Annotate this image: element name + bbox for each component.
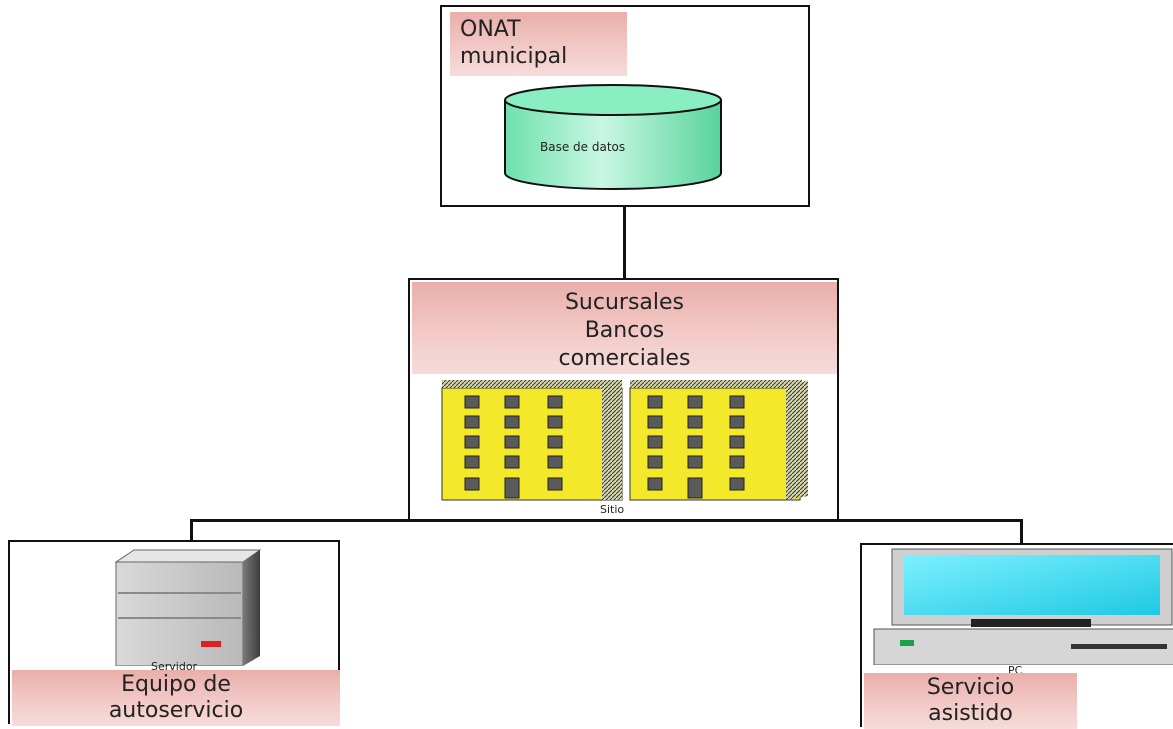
database-label: Base de datos [540, 140, 626, 154]
connector-right-drop [1020, 519, 1023, 543]
pc-node: PC Servicio asistido [860, 543, 1173, 729]
pc-title-label: Servicio asistido [864, 673, 1077, 729]
pc-icon [873, 548, 1173, 665]
building-icon [441, 380, 808, 501]
site-label: Sitio [600, 503, 625, 516]
server-title-label: Equipo de autoservicio [12, 670, 340, 726]
bank-node: Sucursales Bancos comerciales [408, 278, 839, 521]
server-device-label: Servidor [151, 660, 198, 673]
onat-title-label: ONAT municipal [450, 12, 627, 76]
server-title: Equipo de autoservicio [108, 672, 244, 723]
pc-title: Servicio asistido [926, 675, 1015, 726]
bank-title-label: Sucursales Bancos comerciales [412, 282, 837, 374]
connector-left-drop [190, 519, 193, 541]
server-node: Servidor Equipo de autoservicio [8, 540, 340, 726]
database-icon [504, 84, 722, 190]
connector-top-middle [623, 205, 626, 280]
bank-title: Sucursales Bancos comerciales [558, 290, 691, 371]
onat-node: ONAT municipal Base de datos [440, 5, 810, 207]
onat-title: ONAT municipal [460, 17, 568, 69]
server-icon [114, 549, 262, 666]
